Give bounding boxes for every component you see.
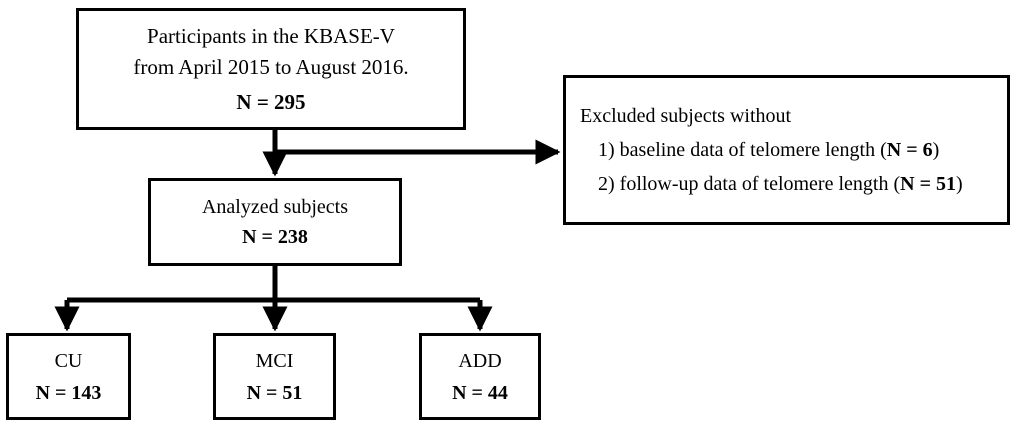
- node-cu: CU N = 143: [6, 333, 131, 420]
- node-excluded-subjects: Excluded subjects without 1) baseline da…: [563, 75, 1010, 225]
- cu-count: N = 143: [35, 381, 102, 404]
- node-analyzed-subjects: Analyzed subjects N = 238: [148, 178, 402, 266]
- node-participants: Participants in the KBASE-V from April 2…: [76, 8, 466, 130]
- add-count: N = 44: [452, 381, 508, 404]
- participants-line-2: from April 2015 to August 2016.: [133, 54, 409, 79]
- mci-count: N = 51: [246, 381, 303, 404]
- cu-label: CU: [54, 349, 83, 372]
- node-add: ADD N = 44: [419, 333, 541, 420]
- excluded-item-2: 2) follow-up data of telomere length (N …: [598, 173, 963, 195]
- participants-count: N = 295: [236, 89, 306, 114]
- node-mci: MCI N = 51: [213, 333, 336, 420]
- analyzed-count: N = 238: [242, 226, 308, 248]
- excluded-item-1: 1) baseline data of telomere length (N =…: [598, 139, 940, 161]
- excluded-heading: Excluded subjects without: [580, 105, 792, 127]
- mci-label: MCI: [255, 349, 294, 372]
- add-label: ADD: [458, 349, 502, 372]
- participants-line-1: Participants in the KBASE-V: [147, 23, 395, 48]
- analyzed-label: Analyzed subjects: [201, 196, 349, 218]
